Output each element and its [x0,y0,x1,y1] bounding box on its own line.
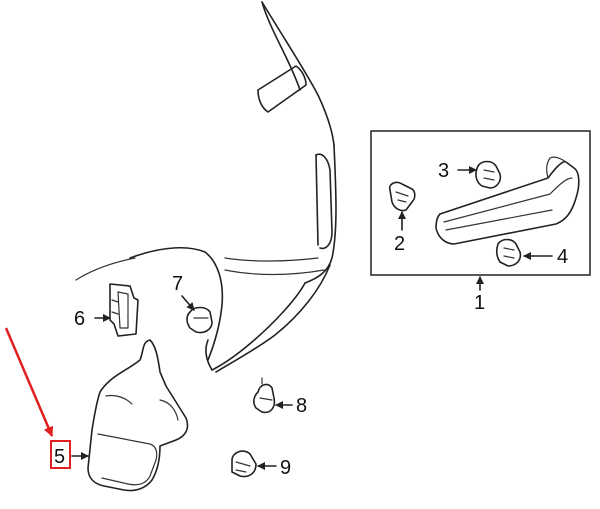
callout-8: 8 [296,395,307,417]
clip-part-9 [231,450,257,478]
bumper-assembly-frame [370,130,591,276]
clip-part-2 [388,181,416,212]
clip-part-4 [495,238,522,267]
clip-part-8 [253,377,276,414]
vehicle-body-outline [75,1,337,373]
highlight-arrow [4,327,54,437]
callout-7: 7 [172,273,183,295]
callout-5: 5 [54,446,65,468]
highlight-box-5 [50,440,71,469]
callout-9: 9 [280,457,291,479]
callout-6: 6 [74,308,85,330]
mud-flap-part-5 [87,339,189,492]
callout-1: 1 [474,292,485,314]
clip-part-3 [475,160,502,189]
callout-3: 3 [438,160,449,182]
clip-part-7 [186,306,213,334]
bracket-part-6 [109,283,139,337]
leader-lines [71,166,553,470]
callout-4: 4 [557,246,568,268]
rear-step-pad-part [435,156,580,245]
callout-2: 2 [394,233,405,255]
